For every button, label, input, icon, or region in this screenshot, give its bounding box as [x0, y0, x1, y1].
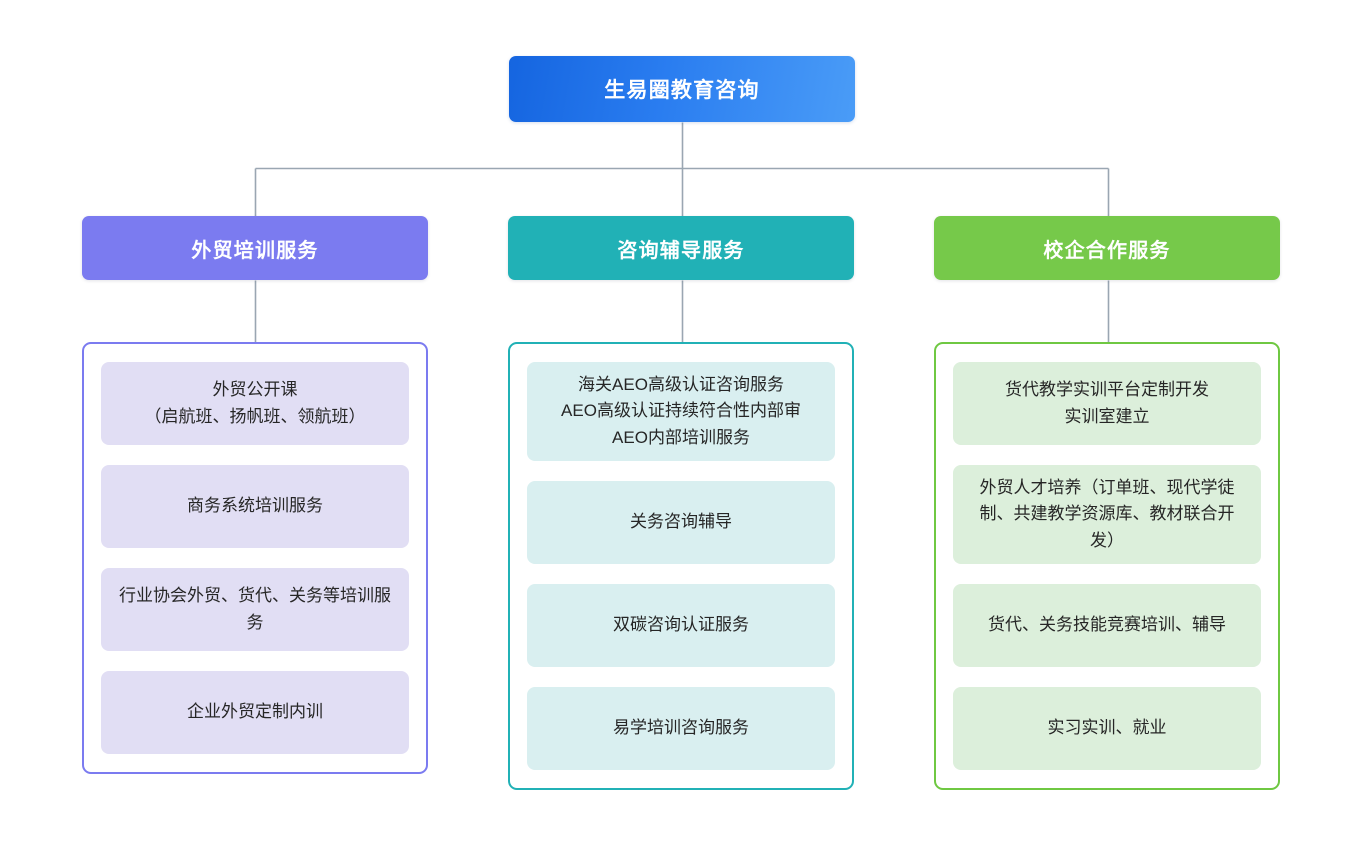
branch-header-label-2: 校企合作服务	[1043, 239, 1171, 262]
branch-column-咨询辅导服务: 咨询辅导服务 海关AEO高级认证咨询服务 AEO高级认证持续符合性内部审 AEO…	[508, 216, 854, 791]
branch-panel-2: 货代教学实训平台定制开发 实训室建立 外贸人才培养（订单班、现代学徒制、共建教学…	[934, 342, 1280, 791]
branch-column-外贸培训服务: 外贸培训服务 外贸公开课 （启航班、扬帆班、领航班） 商务系统培训服务 行业协会…	[82, 216, 428, 774]
root-node-label: 生易圈教育咨询	[604, 79, 760, 102]
branch-header-label-1: 咨询辅导服务	[617, 239, 745, 262]
leaf-card[interactable]: 行业协会外贸、货代、关务等培训服务	[101, 568, 409, 651]
leaf-card[interactable]: 商务系统培训服务	[101, 465, 409, 548]
leaf-card[interactable]: 货代、关务技能竞赛培训、辅导	[953, 584, 1261, 668]
leaf-card[interactable]: 外贸人才培养（订单班、现代学徒制、共建教学资源库、教材联合开发）	[953, 465, 1261, 565]
leaf-card[interactable]: 企业外贸定制内训	[101, 671, 409, 754]
branch-panel-1: 海关AEO高级认证咨询服务 AEO高级认证持续符合性内部审 AEO内部培训服务 …	[508, 342, 854, 791]
leaf-card[interactable]: 海关AEO高级认证咨询服务 AEO高级认证持续符合性内部审 AEO内部培训服务	[527, 362, 835, 462]
branch-panel-0: 外贸公开课 （启航班、扬帆班、领航班） 商务系统培训服务 行业协会外贸、货代、关…	[82, 342, 428, 774]
leaf-card[interactable]: 易学培训咨询服务	[527, 687, 835, 771]
branch-header-label-0: 外贸培训服务	[191, 239, 319, 262]
branch-header-1[interactable]: 咨询辅导服务	[508, 216, 854, 280]
branch-header-0[interactable]: 外贸培训服务	[82, 216, 428, 280]
branch-header-2[interactable]: 校企合作服务	[934, 216, 1280, 280]
leaf-card[interactable]: 双碳咨询认证服务	[527, 584, 835, 668]
root-node[interactable]: 生易圈教育咨询	[509, 56, 855, 122]
leaf-card[interactable]: 关务咨询辅导	[527, 481, 835, 565]
branch-column-校企合作服务: 校企合作服务 货代教学实训平台定制开发 实训室建立 外贸人才培养（订单班、现代学…	[934, 216, 1280, 791]
leaf-card[interactable]: 外贸公开课 （启航班、扬帆班、领航班）	[101, 362, 409, 445]
leaf-card[interactable]: 实习实训、就业	[953, 687, 1261, 771]
leaf-card[interactable]: 货代教学实训平台定制开发 实训室建立	[953, 362, 1261, 445]
